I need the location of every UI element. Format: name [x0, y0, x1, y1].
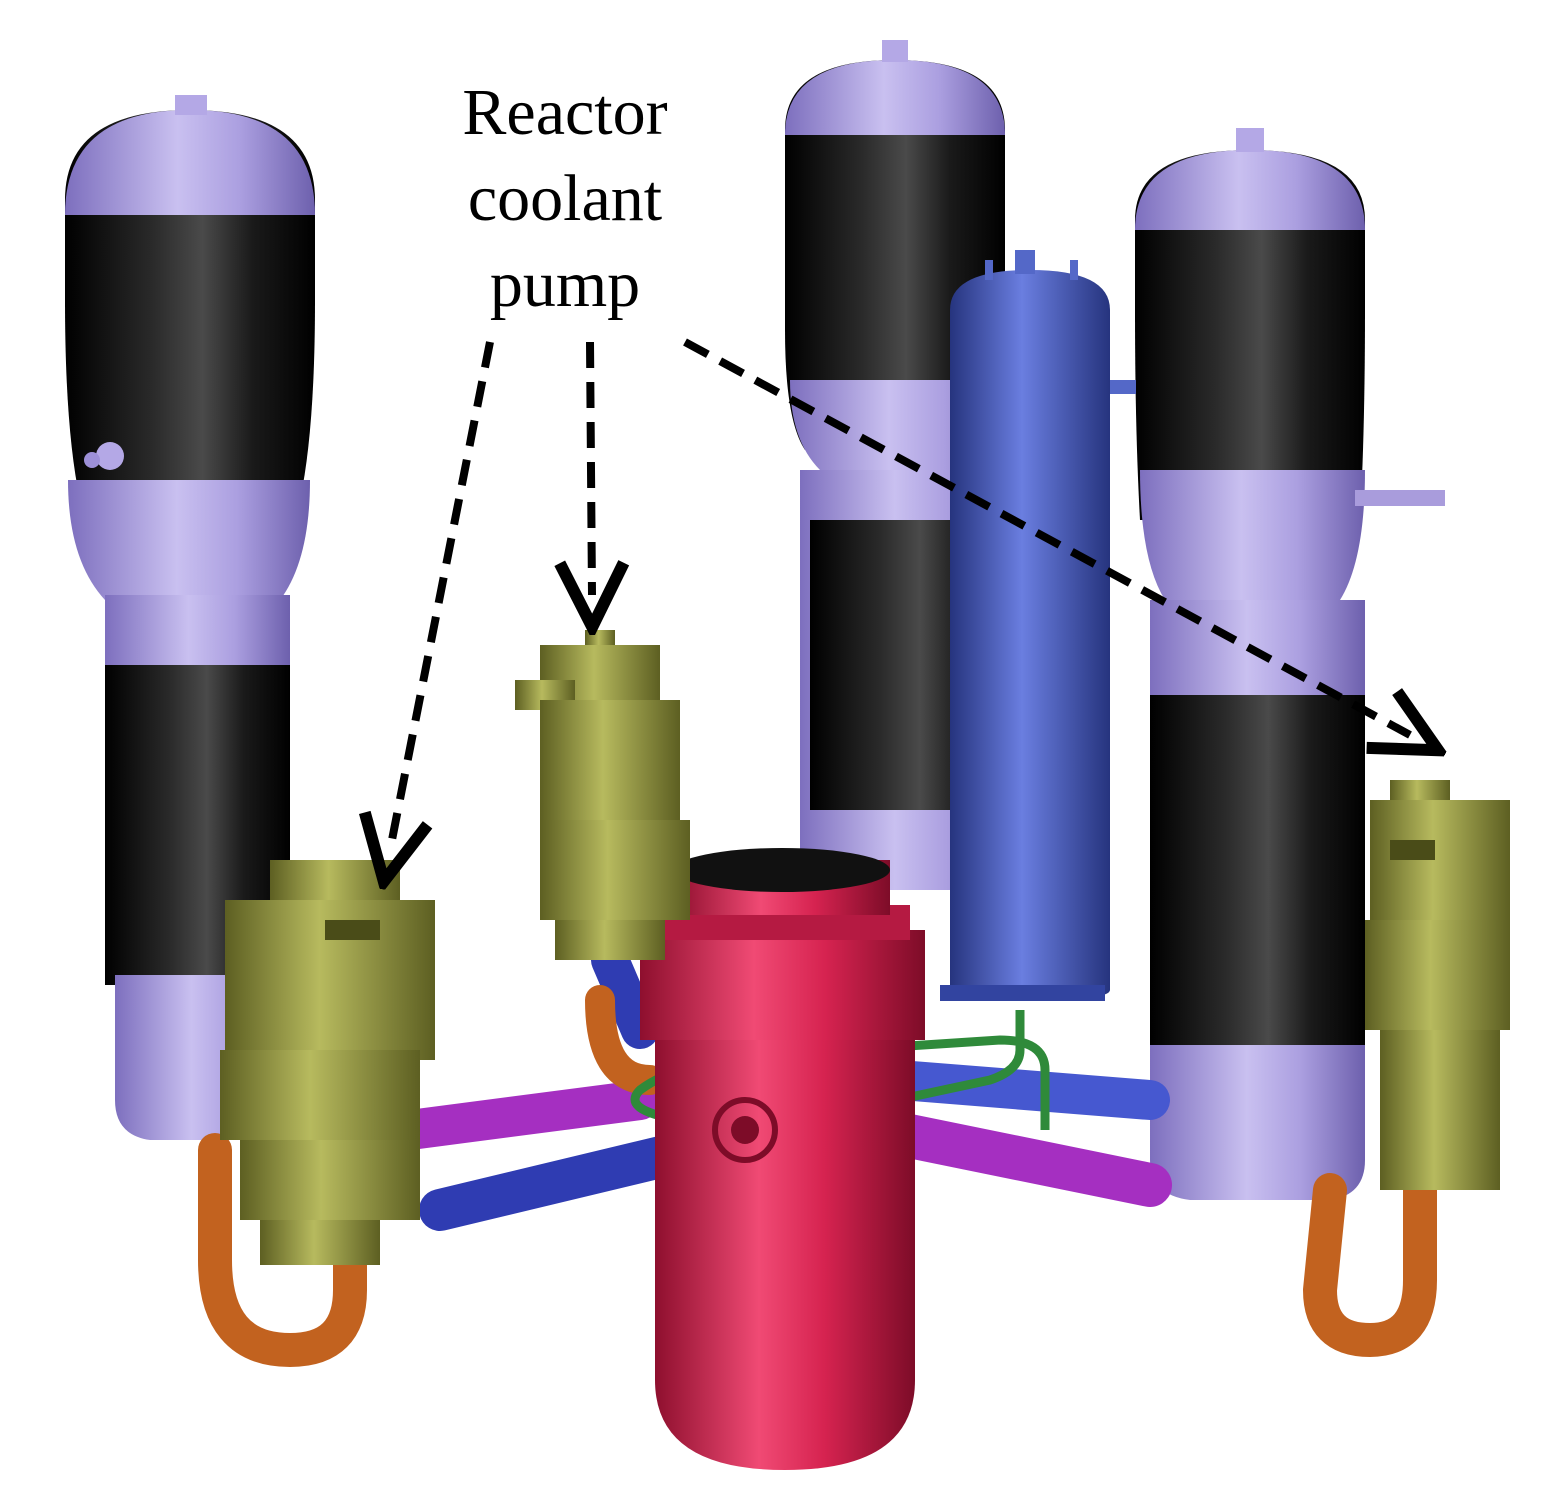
pressurizer	[940, 250, 1136, 1001]
label-line-2: coolant	[467, 162, 663, 235]
reactor-coolant-pump-label: Reactor coolant pump	[375, 70, 755, 328]
dashed-arrow-icon-left	[390, 341, 494, 850]
dashed-arrow-icon-right	[683, 338, 1410, 735]
primary-loop-piping	[198, 941, 1437, 1368]
reactor-coolant-pump-right	[1365, 780, 1510, 1190]
reactor-coolant-pump-center	[515, 630, 690, 960]
label-line-1: Reactor	[462, 76, 668, 149]
reactor-vessel	[640, 848, 925, 1470]
reactor-coolant-pump-left	[220, 860, 435, 1265]
callout-arrows	[390, 338, 1410, 850]
steam-generator-right	[1135, 128, 1445, 1200]
label-line-3: pump	[489, 248, 641, 321]
dashed-arrow-icon-center	[590, 341, 592, 595]
